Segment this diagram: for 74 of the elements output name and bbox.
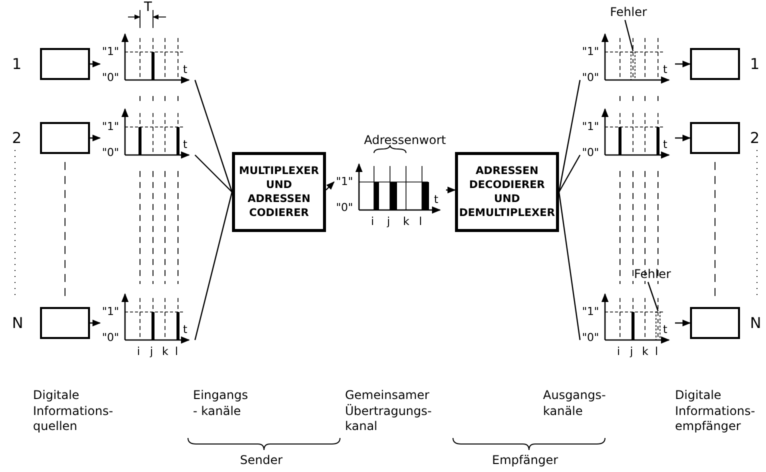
level-label: "0" [102, 147, 120, 158]
level-label: "0" [102, 332, 120, 343]
level-label: "1" [582, 46, 600, 57]
slot-label: j [150, 346, 154, 357]
slot-label: l [175, 346, 178, 357]
channel-number: N [12, 316, 24, 331]
connector-line [446, 186, 456, 194]
connector-line [326, 181, 335, 190]
axis-label: t [663, 139, 668, 150]
level-label: "1" [582, 306, 600, 317]
connector-line [558, 192, 581, 340]
address-word-label: Adressenwort [364, 134, 446, 146]
slot-label: l [655, 346, 658, 357]
connector-line [558, 80, 581, 192]
level-label: "0" [582, 72, 600, 83]
leader-line [624, 20, 634, 52]
slot-label: j [387, 216, 390, 227]
connector-line [194, 192, 233, 340]
connector-line [194, 154, 232, 192]
slot-label: k [403, 216, 410, 227]
slot-label: k [642, 346, 648, 357]
axis-label: t [663, 64, 668, 75]
slot-label: k [162, 346, 168, 357]
axis-label: t [183, 139, 188, 150]
group-label: Empfänger [492, 453, 558, 469]
error-note: Fehler [610, 6, 647, 18]
caption: Eingangs - kanäle [193, 388, 248, 420]
axis-label: t [663, 324, 668, 335]
channel-number: 1 [12, 57, 22, 72]
channel-number: 2 [12, 131, 22, 146]
caption: Gemeinsamer Übertragungs- kanal [345, 388, 432, 435]
channel-number: 2 [750, 131, 760, 146]
level-label: "0" [582, 147, 600, 158]
connector-line [90, 134, 101, 142]
source-box [40, 307, 90, 339]
axis-label: t [434, 194, 438, 205]
slot-label: l [419, 216, 422, 227]
connector-line [675, 134, 691, 142]
level-label: "0" [336, 202, 354, 213]
source-box [40, 48, 90, 80]
caption: Digitale Informations- quellen [33, 388, 114, 435]
level-label: "1" [102, 46, 120, 57]
level-label: "0" [102, 72, 120, 83]
channel-number: N [750, 316, 762, 331]
dimension-label: T [144, 0, 152, 17]
slot-label: i [137, 346, 140, 357]
connector-line [90, 320, 101, 326]
channel-number: 1 [750, 57, 760, 72]
level-label: "1" [102, 121, 120, 132]
connector-line [194, 80, 233, 192]
error-note: Fehler [634, 268, 671, 280]
caption: Ausgangs- kanäle [543, 388, 606, 420]
group-label: Sender [240, 453, 283, 469]
level-label: "0" [582, 332, 600, 343]
connector-line [558, 154, 581, 192]
receiver-box [690, 48, 740, 80]
connector-line [90, 60, 101, 68]
connector-line [675, 320, 691, 326]
process-box: ADRESSEN DECODIERER UND DEMULTIPLEXER [455, 152, 559, 232]
caption: Digitale Informations- empfänger [675, 388, 756, 435]
slot-label: j [630, 346, 634, 357]
receiver-box [690, 307, 740, 339]
slot-label: i [371, 216, 374, 227]
level-label: "1" [336, 176, 354, 187]
level-label: "1" [582, 121, 600, 132]
source-box [40, 122, 90, 154]
connector-line [675, 60, 691, 68]
process-box: MULTIPLEXER UND ADRESSEN CODIERER [232, 152, 326, 232]
level-label: "1" [102, 306, 120, 317]
leader-line [647, 282, 659, 312]
axis-label: t [183, 324, 188, 335]
slot-label: i [617, 346, 620, 357]
receiver-box [690, 122, 740, 154]
axis-label: t [183, 64, 188, 75]
